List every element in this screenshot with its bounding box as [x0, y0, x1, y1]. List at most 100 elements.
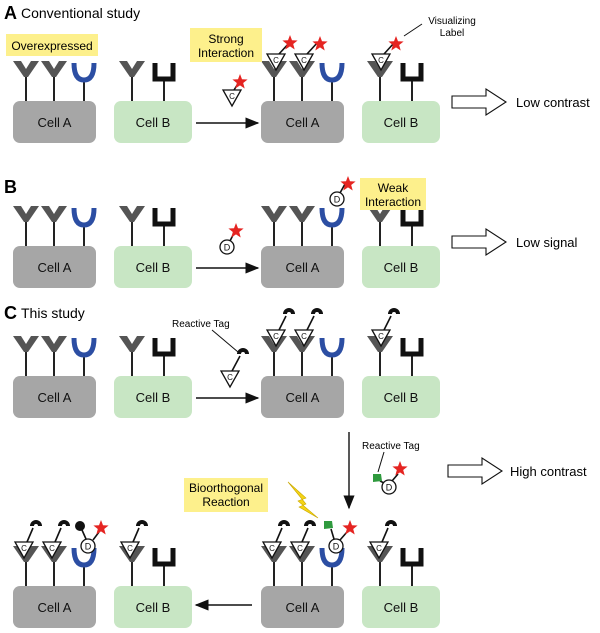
cell-a: Cell A — [261, 586, 344, 628]
receptor-head — [261, 336, 287, 352]
linker — [330, 528, 335, 540]
blue-receptor — [71, 547, 97, 586]
compound-c-shape — [370, 53, 392, 72]
bioorthogonal-reaction-callout: Bioorthogonal Reaction — [184, 478, 268, 512]
compound-c: C — [368, 541, 390, 560]
label-star-icon — [388, 36, 404, 51]
compound-c: C — [370, 53, 392, 72]
cell-body — [261, 101, 344, 143]
compound-d-letter: D — [224, 243, 231, 253]
receptor-head — [400, 63, 424, 82]
reactive-tag-icon — [388, 308, 400, 314]
outcome-arrow-a-icon — [451, 87, 508, 117]
compound-c: C — [370, 329, 392, 348]
compound-c-shape — [368, 541, 390, 560]
gray-receptor — [41, 336, 67, 376]
receptor-head — [13, 206, 39, 222]
receptor-head — [289, 206, 315, 222]
compound-c-letter: C — [49, 544, 55, 553]
receptor-head — [152, 208, 176, 227]
cell-b: Cell B — [114, 376, 192, 418]
linker — [301, 527, 309, 543]
panel-a-letter: A — [4, 3, 17, 23]
blue-receptor — [71, 207, 97, 246]
outcome-b-text: Low signal — [516, 235, 578, 250]
gray-receptor — [261, 336, 287, 376]
receptor-head — [289, 336, 315, 352]
compound-c-letter: C — [378, 56, 384, 65]
compound-c-letter: C — [21, 544, 27, 553]
cell-body — [362, 246, 440, 288]
outcome-arrow-b-icon — [451, 227, 508, 257]
outcome-c-text: High contrast — [510, 464, 587, 479]
cells-layer: Cell A Cell B Cell A Cell B Cell A Cell B Cell… — [13, 61, 440, 628]
compound-c-shape — [221, 89, 243, 108]
receptor-head — [71, 62, 97, 83]
receptor-head — [400, 208, 424, 227]
linker — [278, 315, 287, 331]
cell-a: Cell A — [13, 246, 96, 288]
gray-receptor — [119, 61, 145, 101]
cell-body — [114, 586, 192, 628]
receptor-head — [319, 337, 345, 358]
label-star-icon — [392, 461, 408, 476]
receptor-head — [152, 63, 176, 82]
compound-d-letter: D — [85, 542, 92, 552]
cell-body — [13, 376, 96, 418]
cell-b: Cell B — [362, 376, 440, 418]
outcome-a-text: Low contrast — [516, 95, 590, 110]
lightning-icon — [287, 481, 319, 519]
linker — [26, 527, 34, 543]
gray-receptor — [13, 61, 39, 101]
linker — [339, 183, 346, 194]
gray-receptor — [41, 61, 67, 101]
label-star-icon — [232, 74, 248, 89]
weak-interaction-line-2: Interaction — [365, 195, 421, 209]
compound-c-shape — [261, 541, 283, 560]
receptor-head — [152, 548, 176, 567]
cell-label: Cell B — [136, 260, 171, 275]
cell-body — [114, 376, 192, 418]
linker — [54, 527, 62, 543]
overexpressed-text: Overexpressed — [11, 39, 92, 53]
compound-c: C — [219, 370, 241, 389]
receptor-head — [41, 206, 67, 222]
gray-receptor — [261, 61, 287, 101]
gray-receptor — [119, 336, 145, 376]
receptor-head — [71, 207, 97, 228]
reacted-tag-icon — [75, 521, 85, 531]
compound-d-shape — [219, 239, 235, 255]
linker — [231, 355, 241, 372]
receptor-head — [319, 207, 345, 228]
blue-receptor — [71, 62, 97, 101]
receptor-head — [13, 336, 39, 352]
linker — [132, 527, 140, 543]
compound-c-shape — [265, 53, 287, 72]
label-star-icon — [312, 36, 328, 51]
gray-receptor — [289, 61, 315, 101]
compound-c-shape — [119, 541, 141, 560]
receptor-head — [319, 62, 345, 83]
compound-c: C — [41, 541, 63, 560]
cell-label: Cell B — [136, 115, 171, 130]
compound-c: C — [289, 541, 311, 560]
reactive-tag-icon — [304, 520, 316, 526]
compound-d: D — [329, 191, 345, 207]
reactive-tag-icon — [136, 520, 148, 526]
compound-d-shape — [328, 538, 344, 554]
cell-label: Cell B — [384, 260, 419, 275]
compound-c-shape — [265, 329, 287, 348]
black-receptor — [152, 208, 176, 246]
reactive-tag-icon — [385, 520, 397, 526]
cell-b: Cell B — [114, 101, 192, 143]
compound-c: C — [293, 53, 315, 72]
linker — [383, 42, 395, 55]
receptor-head — [319, 547, 345, 568]
black-receptor — [400, 63, 424, 101]
label-star-icon — [340, 176, 356, 191]
receptor-head — [289, 61, 315, 77]
gray-receptor — [289, 206, 315, 246]
compound-c-letter: C — [273, 332, 279, 341]
cell-label: Cell A — [286, 390, 320, 405]
outcome-arrow-c-icon — [447, 456, 504, 486]
